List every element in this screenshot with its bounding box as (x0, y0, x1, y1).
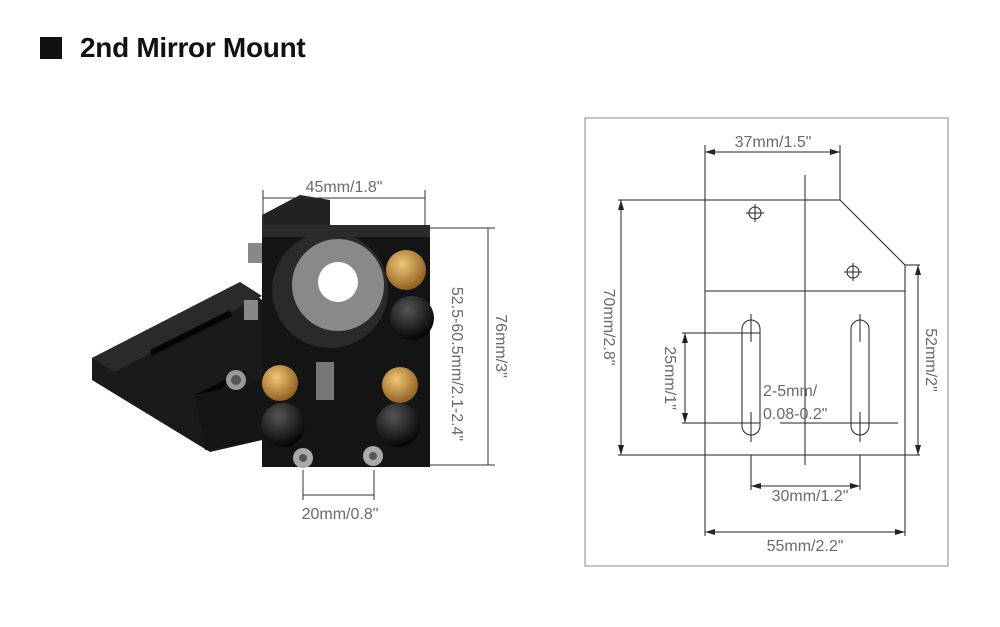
title-text: 2nd Mirror Mount (80, 32, 306, 63)
drawing-frame (584, 117, 949, 567)
dim-screw-spacing: 20mm/0.8" (302, 506, 379, 523)
dim-height: 76mm/3" (492, 314, 509, 377)
section-title: 2nd Mirror Mount (40, 32, 306, 64)
bullet-square-icon (40, 37, 62, 59)
dim-slot-width-in: 0.08-0.2" (763, 406, 827, 423)
plate-drawing (618, 145, 921, 536)
dim-slot-length: 25mm/1" (661, 346, 678, 409)
dim-height-total: 70mm/2.8" (600, 289, 617, 366)
dim-top-width: 37mm/1.5" (735, 134, 812, 151)
dim-right-height: 52mm/2" (922, 328, 939, 391)
dim-slot-spacing: 30mm/1.2" (772, 488, 849, 505)
dim-width-top: 45mm/1.8" (306, 179, 383, 196)
photo-dimension-lines (262, 190, 495, 500)
dim-adjust-range: 52.5-60.5mm/2.1-2.4" (448, 287, 465, 441)
mirror-mount-photo (92, 195, 434, 468)
dim-slot-width-mm: 2-5mm/ (763, 383, 818, 400)
dim-bottom-width: 55mm/2.2" (767, 538, 844, 555)
